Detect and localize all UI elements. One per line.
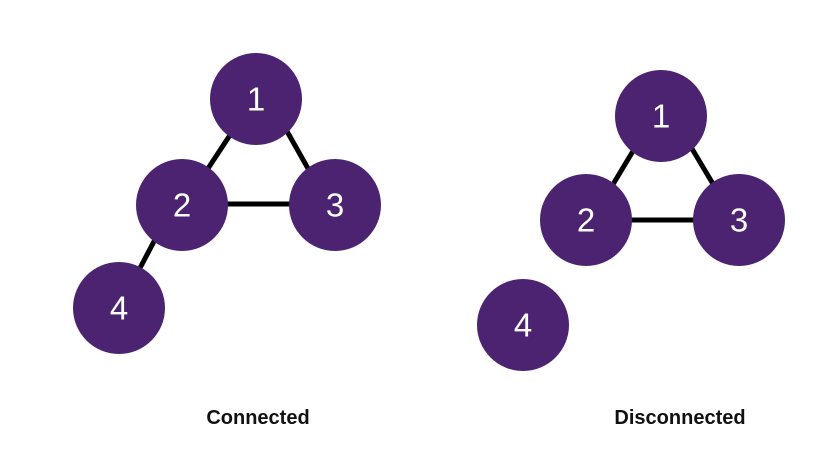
connected-node-4: 4 (73, 262, 165, 354)
disconnected-node-4-label: 4 (514, 307, 532, 344)
disconnected-node-2-label: 2 (577, 202, 595, 239)
connected-node-2: 2 (136, 159, 228, 251)
connected-node-3-label: 3 (326, 187, 344, 224)
connected-node-4-label: 4 (110, 290, 128, 327)
connected-graph: 1 2 3 4 Connected (73, 53, 381, 429)
disconnected-edge-1-3 (685, 140, 719, 191)
disconnected-caption: Disconnected (614, 407, 745, 429)
connected-caption: Connected (206, 407, 309, 429)
connected-node-3: 3 (289, 159, 381, 251)
disconnected-node-2: 2 (540, 174, 632, 266)
disconnected-edge-1-2 (609, 144, 639, 188)
connected-node-1-label: 1 (247, 81, 265, 118)
disconnected-node-4: 4 (477, 279, 569, 371)
connected-node-2-label: 2 (173, 187, 191, 224)
disconnected-graph: 1 2 3 4 Disconnected (477, 70, 785, 429)
disconnected-node-3-label: 3 (730, 202, 748, 239)
disconnected-node-1: 1 (615, 70, 707, 162)
connected-edge-1-3 (281, 124, 313, 174)
disconnected-node-1-label: 1 (652, 98, 670, 135)
connected-node-1: 1 (210, 53, 302, 145)
disconnected-node-3: 3 (693, 174, 785, 266)
